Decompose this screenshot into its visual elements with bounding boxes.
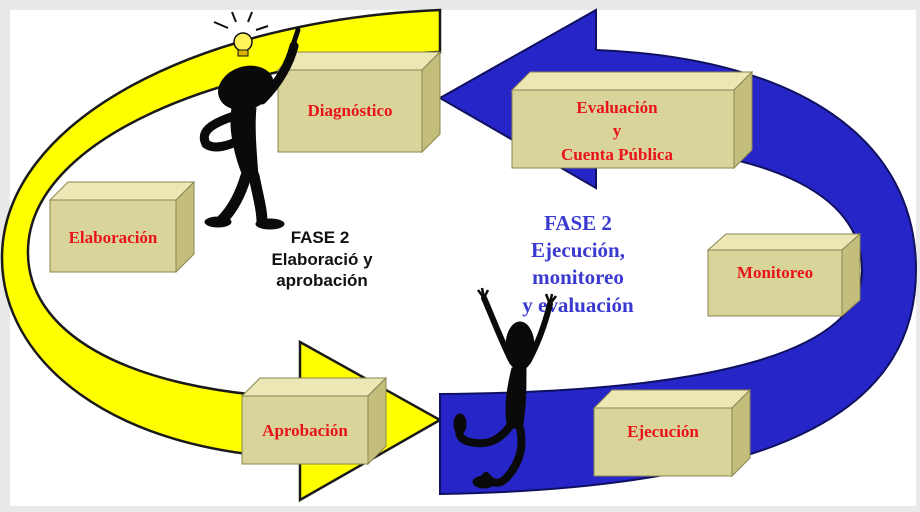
thinking-figure xyxy=(199,27,301,230)
phase-left-line2: Elaboració y xyxy=(271,250,373,269)
box-label-monitoreo: Monitoreo xyxy=(737,263,813,282)
box-label-ejecucion: Ejecución xyxy=(627,422,699,441)
phase-right-line1: FASE 2 xyxy=(544,211,612,235)
box-diagnostico: Diagnóstico xyxy=(276,50,442,154)
phase-right-line4: y evaluación xyxy=(522,293,634,317)
box-label-evaluacion-3: Cuenta Pública xyxy=(561,145,673,164)
box-label-aprobacion: Aprobación xyxy=(262,421,348,440)
box-label-evaluacion-2: y xyxy=(613,121,622,140)
box-evaluacion: Evaluación y Cuenta Pública xyxy=(510,70,754,170)
phase-right-line2: Ejecución, xyxy=(531,238,625,262)
phase-left-label: FASE 2 Elaboració y aprobación xyxy=(271,228,373,290)
phase-right-line3: monitoreo xyxy=(532,265,624,289)
box-label-evaluacion-1: Evaluación xyxy=(576,98,658,117)
box-ejecucion: Ejecución xyxy=(592,388,752,478)
box-monitoreo: Monitoreo xyxy=(706,232,862,318)
box-label-elaboracion: Elaboración xyxy=(69,228,158,247)
box-aprobacion: Aprobación xyxy=(240,376,388,466)
phase-left-line3: aprobación xyxy=(276,271,368,290)
phase-left-line1: FASE 2 xyxy=(291,228,350,247)
box-elaboracion: Elaboración xyxy=(48,180,196,274)
jumping-figure xyxy=(453,287,557,489)
lightbulb-icon xyxy=(213,11,269,57)
box-label-diagnostico: Diagnóstico xyxy=(308,101,393,120)
phase-right-label: FASE 2 Ejecución, monitoreo y evaluación xyxy=(522,211,634,317)
